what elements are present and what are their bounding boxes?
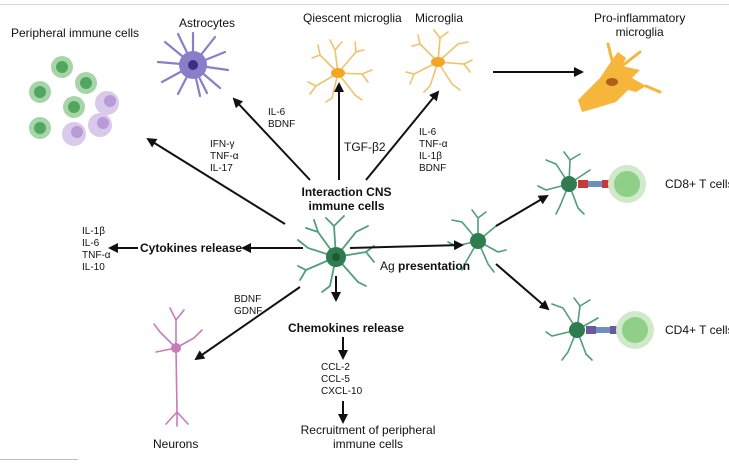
arrow-to-ag-presentation — [349, 240, 464, 251]
astrocyte-factors: IL-6 BDNF — [268, 107, 296, 130]
peripheral-factors: IFN-γ TNF-α IL-17 — [210, 139, 239, 174]
pro-inflammatory-microglia-label: Pro-inflammatory microglia — [594, 11, 686, 39]
ag-presentation-label: Ag presentation — [380, 259, 471, 273]
green-immune-cell — [29, 81, 51, 103]
cd4-apc-illustration — [545, 297, 599, 361]
central-microglia-illustration — [297, 215, 375, 293]
arrow-to-cd8 — [495, 194, 549, 227]
neurons-label: Neurons — [153, 437, 199, 451]
neuron-illustration — [153, 307, 203, 427]
arrow-to-astrocytes — [232, 97, 311, 181]
microglia-label: Microglia — [415, 11, 464, 25]
ag-presenting-microglia-illustration — [447, 209, 507, 273]
interaction-cns-label: Interaction CNS immune cells — [301, 185, 392, 213]
quiescent-microglia-label: Qiescent microglia — [303, 11, 402, 25]
arrow-to-neurons — [194, 286, 301, 361]
astrocytes-label: Astrocytes — [179, 16, 236, 30]
purple-immune-cell — [95, 91, 119, 115]
green-immune-cell — [75, 72, 97, 94]
arrow-to-microglia — [365, 90, 440, 181]
cd4-t-cell — [616, 311, 654, 349]
cd8-t-cells-label: CD8+ T cells — [665, 177, 729, 191]
arrow-to-peripheral-cells — [146, 137, 286, 225]
cytokines-release-label: Cytokines release — [140, 241, 243, 255]
arrow-to-cd4 — [495, 263, 550, 311]
green-immune-cell — [51, 56, 73, 78]
chemokines-release-label: Chemokines release — [288, 321, 405, 335]
recruitment-label: Recruitment of peripheral immune cells — [300, 423, 436, 451]
purple-immune-cell — [62, 122, 86, 146]
purple-immune-cell — [88, 113, 112, 137]
cytokine-list: IL-1β IL-6 TNF-α IL-10 — [82, 226, 111, 273]
chemokine-list: CCL-2 CCL-5 CXCL-10 — [321, 362, 363, 397]
arrows — [108, 67, 584, 424]
astrocyte-illustration — [156, 31, 230, 98]
pro-inflammatory-microglia-illustration — [578, 42, 662, 112]
cd8-apc-illustration — [537, 151, 591, 215]
microglia-illustration — [405, 29, 473, 93]
microglia-factors: IL-6 TNF-α IL-1β BDNF — [419, 127, 448, 174]
peripheral-immune-cells-illustration — [29, 56, 119, 146]
cd4-receptor-complex — [586, 326, 618, 334]
neuron-factors: BDNF GDNF — [234, 294, 263, 317]
cd4-t-cells-label: CD4+ T cells — [665, 323, 729, 337]
top-divider — [0, 4, 729, 5]
cd8-t-cell — [608, 165, 646, 203]
green-immune-cell — [29, 117, 51, 139]
peripheral-immune-cells-label: Peripheral immune cells — [11, 26, 140, 40]
quiescent-microglia-illustration — [307, 39, 373, 103]
bottom-divider — [0, 459, 78, 460]
tgf-beta2-label: TGF-β2 — [344, 140, 386, 154]
green-immune-cell — [63, 96, 85, 118]
cd8-receptor-complex — [578, 180, 610, 188]
